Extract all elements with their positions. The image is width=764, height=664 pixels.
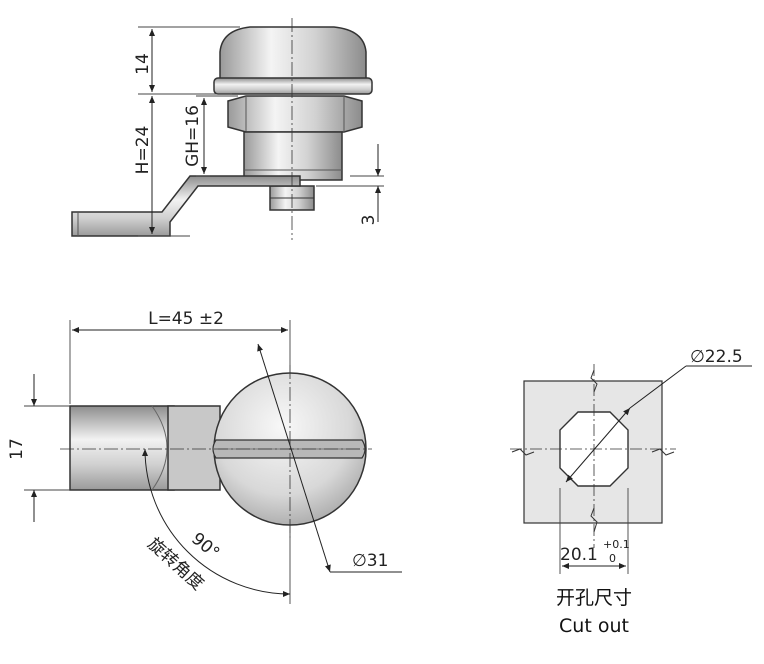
lock-body xyxy=(243,131,343,181)
cutout-tol-upper: +0.1 xyxy=(603,538,630,551)
rotation-arc xyxy=(142,448,291,597)
cutout-view: ∅22.5 20.1 +0.1 0 开孔尺寸 Cut out xyxy=(510,347,752,637)
knob-head xyxy=(219,26,367,81)
dim-diameter-31-label: ∅31 xyxy=(352,551,388,571)
dim-width-label: 17 xyxy=(7,438,27,460)
dim-h-label: H=24 xyxy=(133,126,153,175)
rotation-angle-label: 90° xyxy=(187,529,223,564)
dim-14-label: 14 xyxy=(133,53,153,75)
cutout-caption-cn: 开孔尺寸 xyxy=(556,587,632,609)
cutout-diameter-label: ∅22.5 xyxy=(690,347,743,367)
cam-neck xyxy=(167,405,221,491)
cutout-flat-label: 20.1 xyxy=(560,545,598,565)
cam-arm-front xyxy=(69,405,175,491)
dim-length-label: L=45 ±2 xyxy=(148,309,224,329)
dim-3-label: 3 xyxy=(359,215,379,226)
knob-rim xyxy=(213,77,373,95)
dim-gh-label: GH=16 xyxy=(183,105,203,167)
hex-nut xyxy=(227,95,363,133)
cutout-tol-lower: 0 xyxy=(609,552,616,565)
cutout-caption-en: Cut out xyxy=(559,615,629,637)
panel-plate xyxy=(523,380,663,524)
front-view: L=45 ±2 17 ∅31 90° 旋转角度 xyxy=(7,309,402,604)
side-view: 14 H=24 GH=16 3 xyxy=(71,18,384,240)
cam-arm xyxy=(71,175,301,237)
